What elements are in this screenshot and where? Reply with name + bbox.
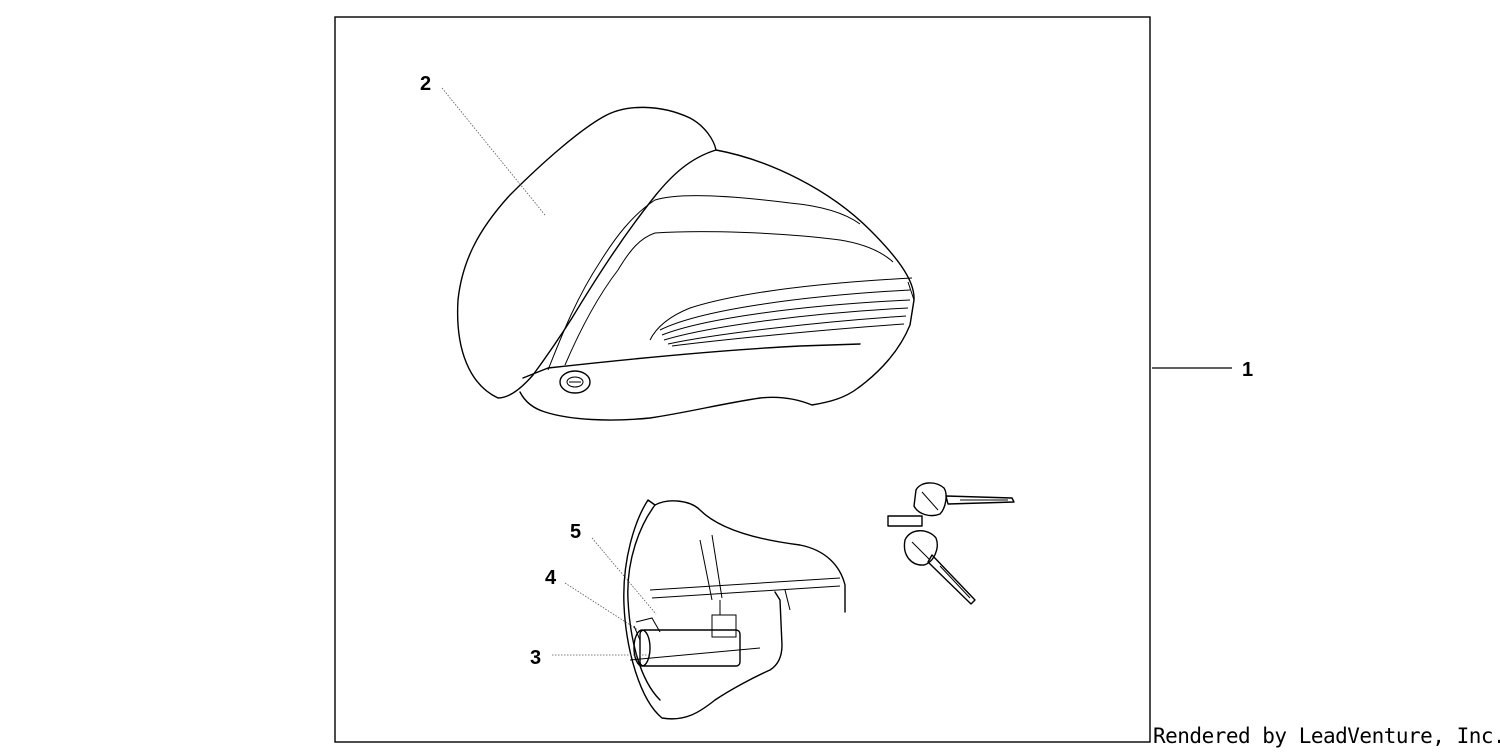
lid-lock-keyhole <box>559 370 591 394</box>
callout-5[interactable]: 5 <box>570 521 581 543</box>
render-credit: Rendered by LeadVenture, Inc. <box>1153 724 1500 748</box>
callout-1[interactable]: 1 <box>1242 359 1253 381</box>
callout-2[interactable]: 2 <box>420 73 431 95</box>
saddlebag-body <box>519 149 915 421</box>
keys-pair <box>887 482 1015 605</box>
callout-3[interactable]: 3 <box>530 647 541 669</box>
assembly-frame <box>334 16 1151 743</box>
latch-plate-assembly <box>623 499 846 720</box>
leader-line-4 <box>564 582 639 631</box>
leader-line-2 <box>441 87 546 216</box>
callout-4[interactable]: 4 <box>545 567 557 589</box>
